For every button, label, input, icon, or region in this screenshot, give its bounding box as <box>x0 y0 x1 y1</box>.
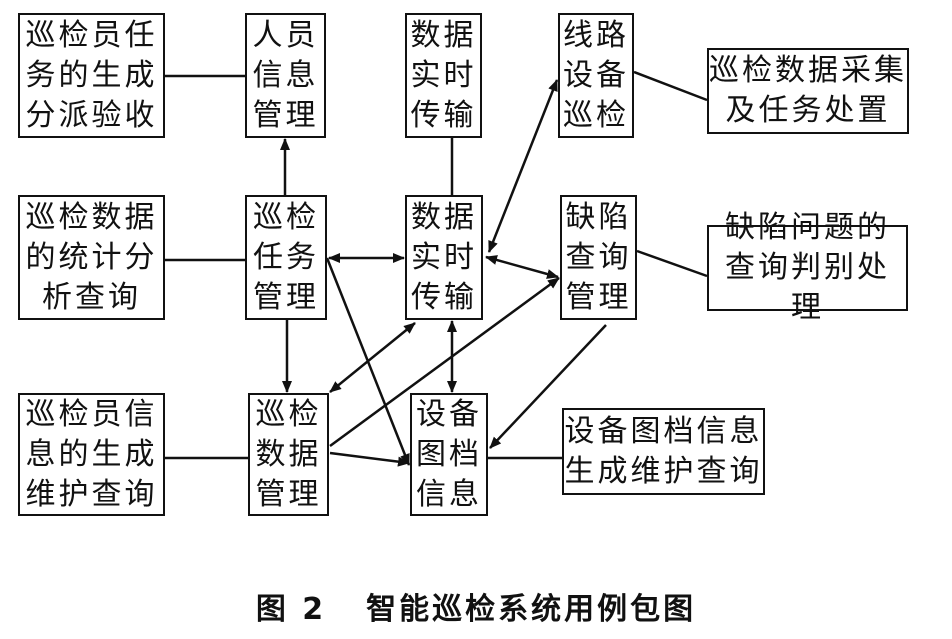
node-label: 数据 实时 传输 <box>411 199 477 315</box>
node-data-collect: 巡检数据采集 及任务处置 <box>707 48 909 134</box>
node-line-equip-patrol: 线路 设备 巡检 <box>558 13 634 138</box>
node-equip-doc-maint: 设备图档信息 生成维护查询 <box>562 408 765 495</box>
node-label: 设备图档信息 生成维护查询 <box>564 413 763 489</box>
edge-data-transfer-mid-to-line-equip-patrol <box>487 79 559 253</box>
node-label: 巡检 数据 管理 <box>255 396 322 512</box>
node-label: 数据 实时 传输 <box>410 17 477 133</box>
edge-defect-query-to-defect-handle <box>636 249 708 278</box>
node-equip-doc: 设备 图档 信息 <box>410 393 488 516</box>
figure-number: 图 2 <box>255 592 327 627</box>
node-data-transfer-mid: 数据 实时 传输 <box>405 195 483 320</box>
node-defect-query: 缺陷 查询 管理 <box>560 195 637 320</box>
node-label: 巡检 任务 管理 <box>253 199 319 315</box>
figure-caption: 图 2 智能巡检系统用例包图 <box>0 584 952 628</box>
node-label: 设备 图档 信息 <box>416 396 482 512</box>
edge-defect-query-to-equip-doc <box>489 324 607 449</box>
edge-line-equip-patrol-to-data-collect <box>633 70 708 102</box>
node-label: 巡检数据 的统计分 析查询 <box>25 199 158 315</box>
node-label: 缺陷问题的 查询判别处理 <box>725 210 890 325</box>
node-label: 巡检员信 息的生成 维护查询 <box>25 396 158 512</box>
node-patrol-data-mgmt: 巡检 数据 管理 <box>248 393 329 516</box>
edge-patrol-data-mgmt-to-defect-query <box>329 276 560 448</box>
node-label: 线路 设备 巡检 <box>563 17 629 133</box>
edge-data-transfer-mid-to-defect-query <box>485 255 559 279</box>
figure-title: 智能巡检系统用例包图 <box>366 592 697 627</box>
node-label: 缺陷 查询 管理 <box>565 199 632 315</box>
node-defect-handle: 缺陷问题的 查询判别处理 <box>707 210 908 325</box>
node-label: 人员 信息 管理 <box>252 17 319 133</box>
edge-patrol-data-mgmt-to-equip-doc <box>329 451 410 467</box>
node-label: 巡检员任 务的生成 分派验收 <box>25 17 158 133</box>
edge-patrol-data-mgmt-to-data-transfer-mid <box>329 322 416 393</box>
node-label: 巡检数据采集 及任务处置 <box>709 53 907 128</box>
node-personnel-info: 人员 信息 管理 <box>245 13 326 138</box>
node-task-mgmt: 巡检 任务 管理 <box>245 195 327 320</box>
node-stats-query: 巡检数据 的统计分 析查询 <box>18 195 165 320</box>
node-patrol-task-gen: 巡检员任 务的生成 分派验收 <box>18 13 165 138</box>
node-inspector-info: 巡检员信 息的生成 维护查询 <box>18 393 165 516</box>
node-data-transfer-top: 数据 实时 传输 <box>405 13 482 138</box>
